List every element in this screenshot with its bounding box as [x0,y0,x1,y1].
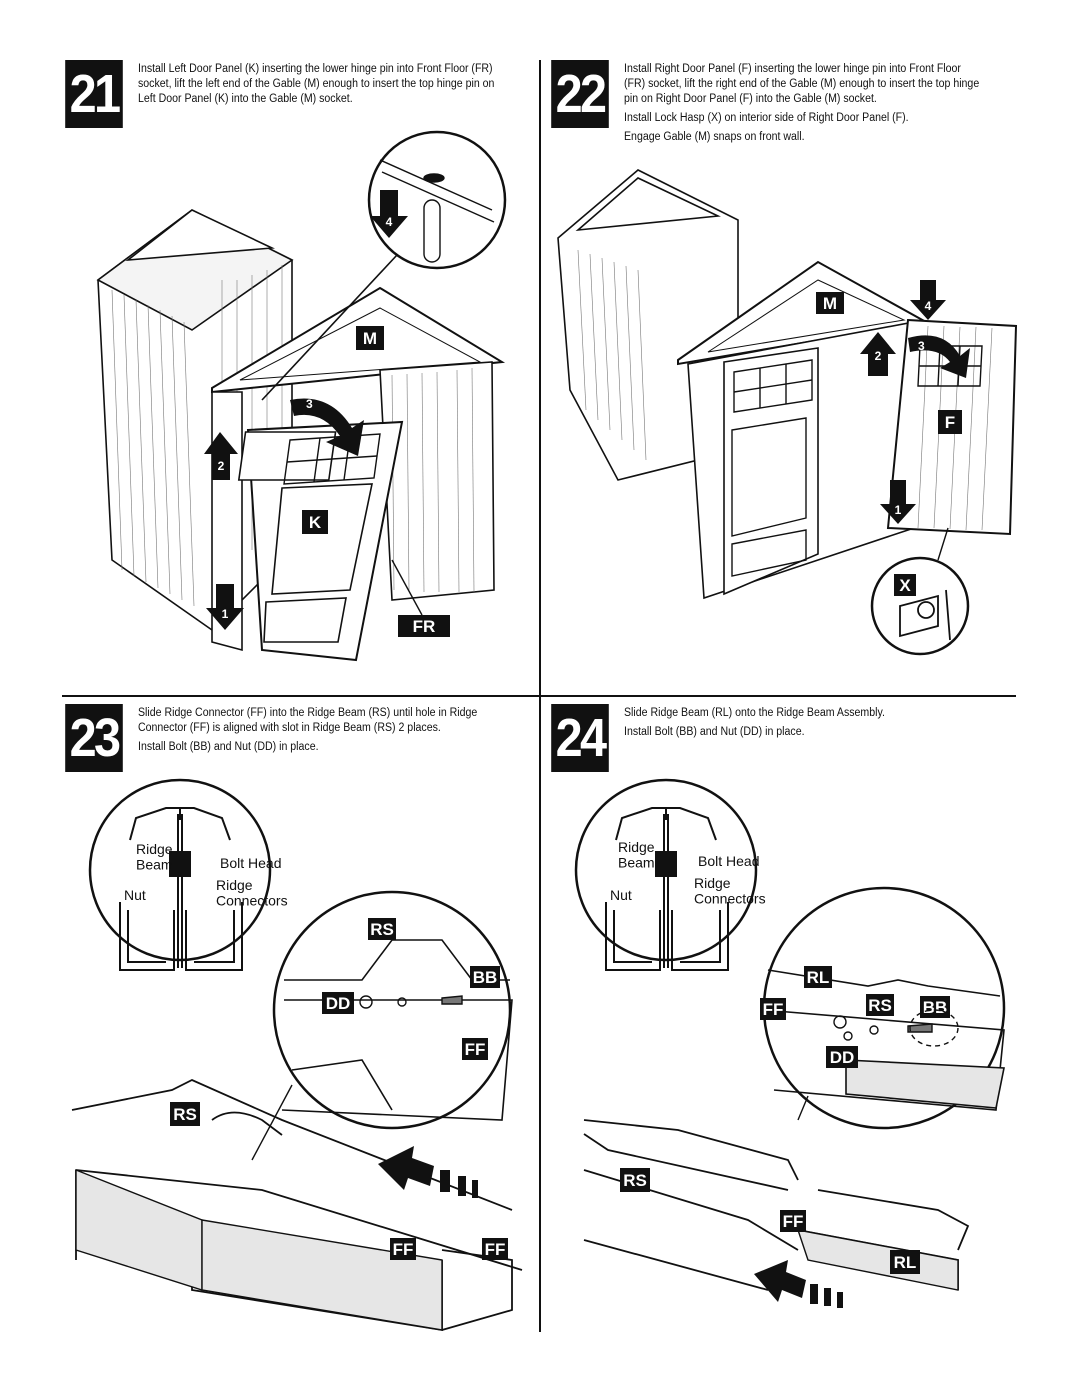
label-FF-main: FF [780,1210,806,1232]
svg-text:3: 3 [306,397,313,411]
label-X-hasp: X [894,574,916,596]
label-M-gable: M [356,326,384,350]
step-21-illustration: 4 3 2 1 M K FR [96,130,507,662]
label-RS-zoom: RS [866,994,894,1016]
svg-text:RS: RS [623,1171,647,1190]
svg-text:RS: RS [173,1105,197,1124]
svg-text:1: 1 [222,607,229,621]
svg-text:RS: RS [868,996,892,1015]
horizontal-divider [62,695,1016,697]
svg-text:BB: BB [473,968,498,987]
label-DD: DD [322,992,354,1014]
slide-arrow-icon [378,1146,478,1198]
label-DD: DD [826,1046,858,1068]
svg-text:RL: RL [894,1253,917,1272]
svg-text:BB: BB [923,998,948,1017]
step-23-instructions: Slide Ridge Connector (FF) into the Ridg… [138,706,506,759]
svg-text:F: F [945,413,955,432]
svg-text:DD: DD [326,994,351,1013]
label-RS-main: RS [620,1168,650,1192]
bolt-icon [359,995,463,1009]
label-BB: BB [920,996,950,1018]
arrow-3-curved-icon: 3 [290,397,364,456]
svg-text:4: 4 [925,299,932,313]
label-RL-zoom: RL [804,966,832,988]
label-FF-zoom: FF [760,998,786,1020]
label-FF-right: FF [482,1238,508,1260]
label-M-gable: M [816,292,844,314]
step-21-instructions: Install Left Door Panel (K) inserting th… [138,62,499,111]
svg-text:3: 3 [918,339,925,353]
svg-text:1: 1 [895,503,902,517]
svg-text:FF: FF [763,1000,784,1019]
label-FR-floor: FR [398,615,450,637]
step-24-instructions: Slide Ridge Beam (RL) onto the Ridge Bea… [624,706,983,744]
svg-text:2: 2 [875,349,882,363]
arrow-1-down-icon: 1 [206,584,244,630]
svg-text:FF: FF [393,1240,414,1259]
detail-bolt-head-label: Bolt Head [220,855,281,871]
svg-text:2: 2 [218,459,225,473]
label-FF-left: FF [390,1238,416,1260]
step-21-line: Install Left Door Panel (K) inserting th… [138,63,495,105]
step-23-number: 23 [65,704,123,772]
step-22-line: Install Lock Hasp (X) on interior side o… [624,112,909,124]
label-F-door: F [938,410,962,434]
svg-text:FR: FR [413,617,436,636]
step-24-line: Install Bolt (BB) and Nut (DD) in place. [624,726,805,738]
step-22-number: 22 [551,60,609,128]
step-24-number: 24 [551,704,609,772]
svg-text:M: M [363,329,377,348]
svg-text:RL: RL [807,968,830,987]
arrow-2-up-icon: 2 [860,332,896,376]
svg-text:FF: FF [485,1240,506,1259]
bolt-icon [833,1009,959,1047]
arrow-1-down-icon: 1 [880,480,916,524]
svg-text:X: X [899,576,911,595]
svg-text:K: K [309,513,322,532]
arrow-2-up-icon: 2 [204,432,238,480]
svg-text:FF: FF [783,1212,804,1231]
arrow-3-curved-icon: 3 [908,335,970,378]
step-21-number: 21 [65,60,123,128]
svg-text:DD: DD [830,1048,855,1067]
step-23-line: Install Bolt (BB) and Nut (DD) in place. [138,741,319,753]
step-22-line: Install Right Door Panel (F) inserting t… [624,63,980,105]
step-22-instructions: Install Right Door Panel (F) inserting t… [624,62,983,149]
step-22-illustration: M F 4 2 3 1 X [557,169,1018,656]
arrow-4-icon: 4 [370,190,408,238]
step-23-line: Slide Ridge Connector (FF) into the Ridg… [138,707,478,734]
step-22-line: Engage Gable (M) snaps on front wall. [624,131,805,143]
svg-text:RS: RS [370,920,394,939]
label-K-door: K [302,510,328,534]
label-RS-main: RS [170,1102,200,1126]
slide-arrow-icon [754,1260,843,1308]
svg-text:FF: FF [465,1040,486,1059]
detail-bolt-head-label: Bolt Head [698,853,759,869]
step-24-line: Slide Ridge Beam (RL) onto the Ridge Bea… [624,707,885,719]
label-BB: BB [470,966,500,988]
detail-nut-label: Nut [610,887,632,903]
label-RL-main: RL [890,1250,920,1274]
label-RS-zoom: RS [368,918,396,940]
svg-text:M: M [823,294,837,313]
arrow-4-icon: 4 [910,280,946,320]
svg-text:4: 4 [386,215,393,229]
detail-nut-label: Nut [124,887,146,903]
label-FF-zoom: FF [462,1038,488,1060]
